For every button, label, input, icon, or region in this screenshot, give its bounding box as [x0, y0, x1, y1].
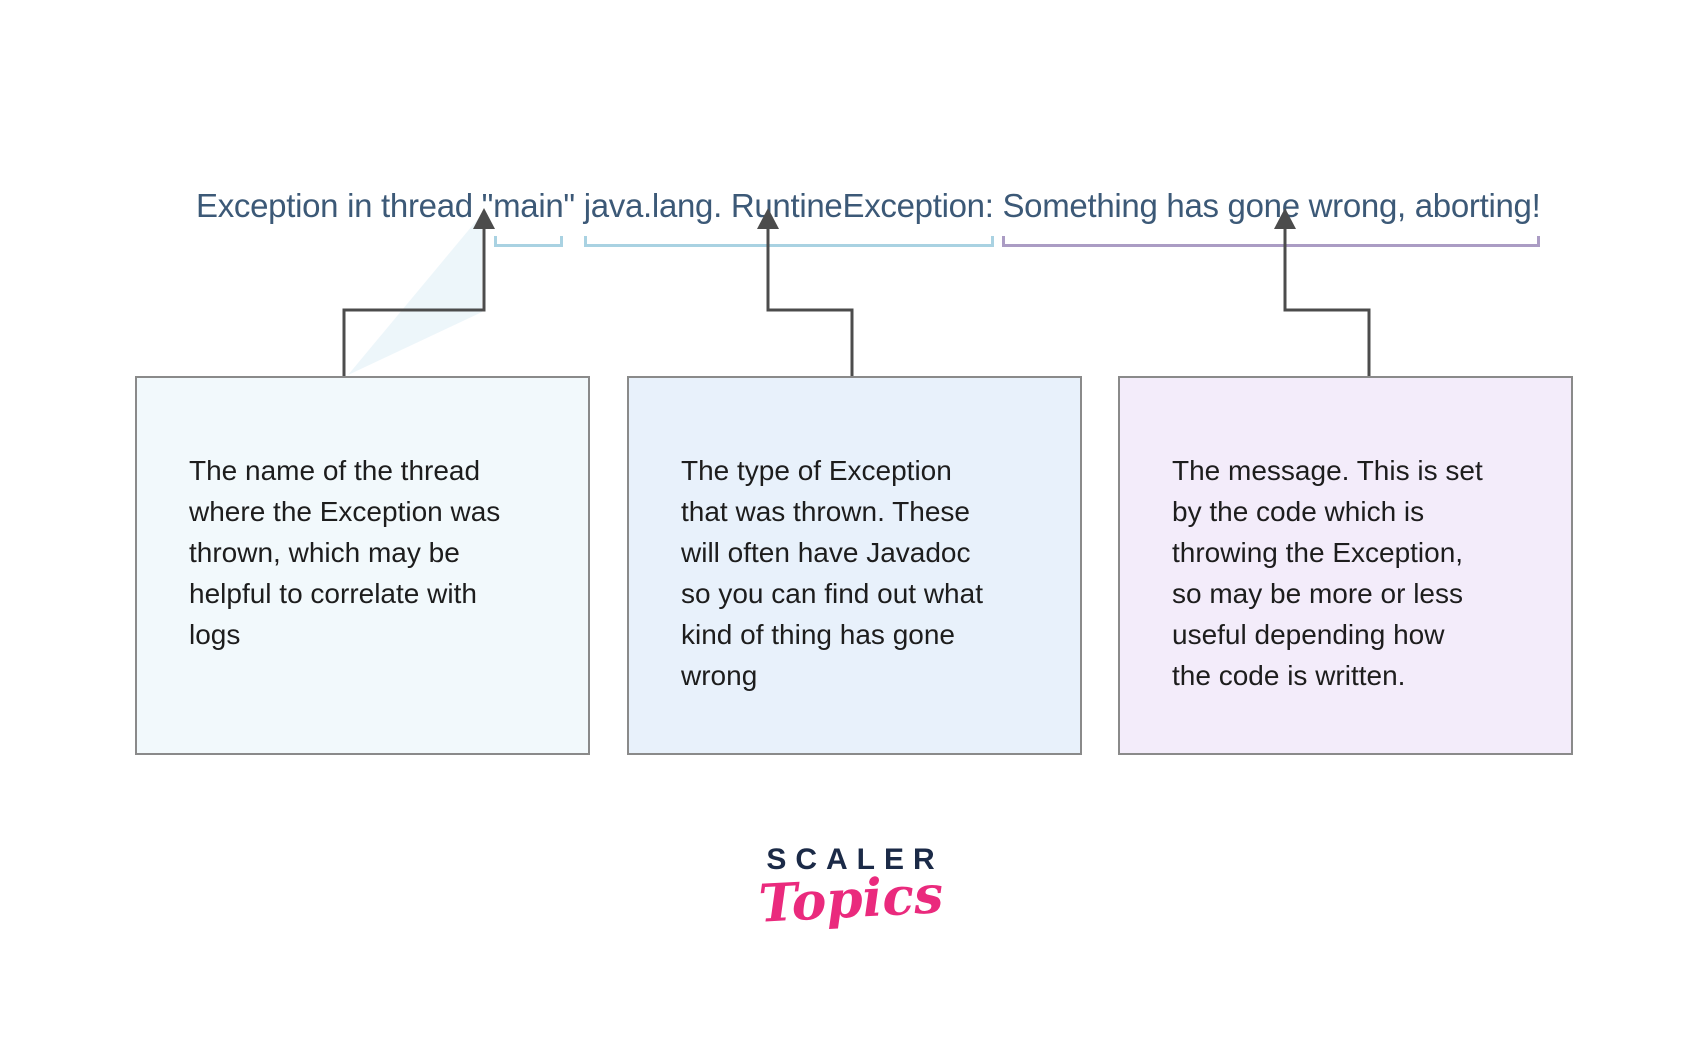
error-segment-space-1 — [575, 184, 584, 228]
exception-message-bracket — [1002, 236, 1541, 247]
error-segment-thread-name: "main" — [482, 184, 575, 247]
exception-type-note-box: The type of Exception that was thrown. T… — [627, 376, 1082, 755]
error-segment-exception-message: Something has gone wrong, aborting! — [1002, 184, 1541, 247]
exception-message-note-text: The message. This is set by the code whi… — [1172, 455, 1483, 691]
exception-message-line: Exception in thread "main" java.lang. Ru… — [0, 140, 1701, 272]
thread-name-note-box: The name of the thread where the Excepti… — [135, 376, 590, 755]
error-segment-exception-type: java.lang. RuntineException: — [583, 184, 994, 247]
exception-type-bracket — [583, 236, 994, 247]
thread-name-bracket — [493, 236, 563, 247]
logo-brand-text: SCALER — [766, 843, 944, 876]
scaler-topics-logo: SCALER Topics — [757, 843, 944, 935]
logo-product-text: Topics — [756, 864, 945, 935]
exception-type-note-text: The type of Exception that was thrown. T… — [681, 455, 983, 691]
thread-name-note-text: The name of the thread where the Excepti… — [189, 455, 501, 650]
error-segment-prefix: Exception in thread — [195, 187, 482, 224]
exception-message-note-box: The message. This is set by the code whi… — [1118, 376, 1573, 755]
error-segment-space-2 — [994, 184, 1003, 228]
